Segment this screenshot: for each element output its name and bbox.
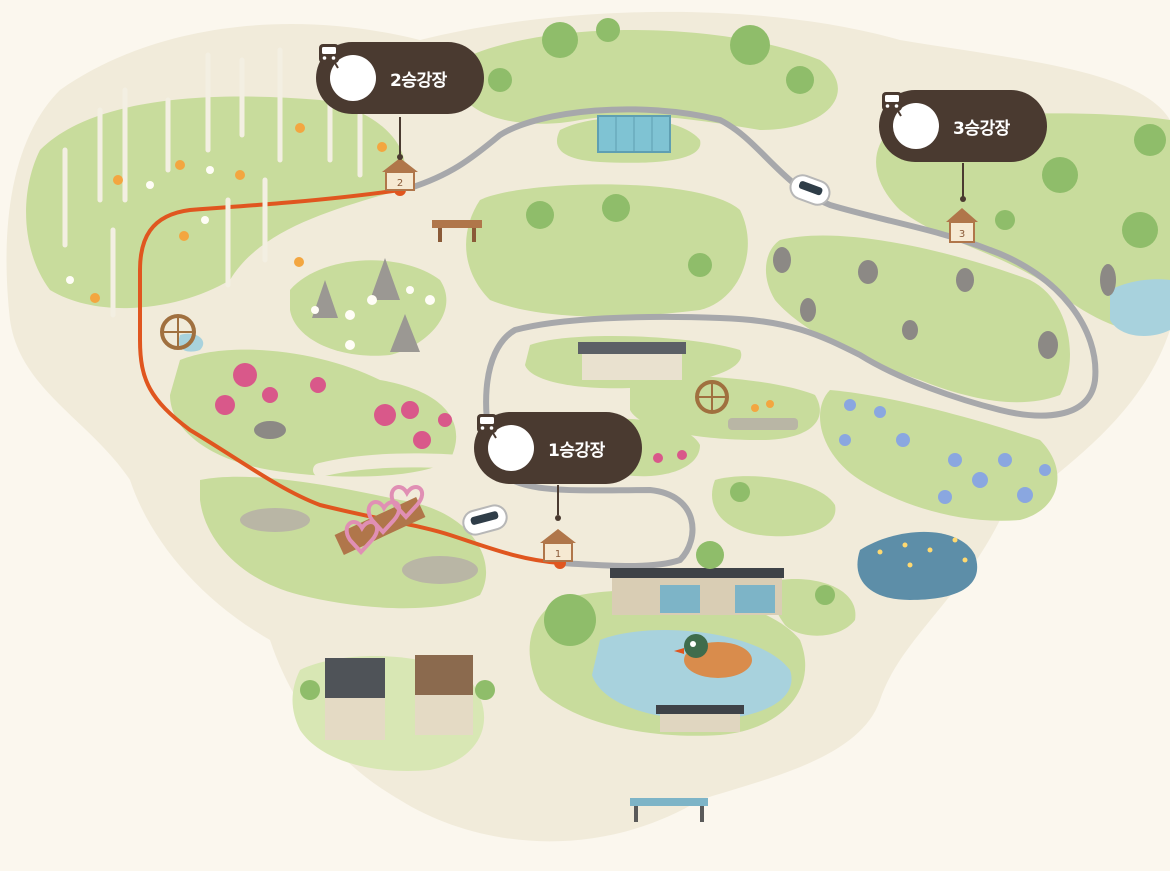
station-1-label[interactable]: 1승강장 [474, 412, 642, 484]
train-icon [319, 44, 376, 101]
hut-icon-3: 3 [946, 208, 978, 243]
night-light-pond [857, 531, 978, 600]
tram-icon [462, 504, 508, 536]
waterwheel-icon [160, 314, 196, 350]
birch-forest [26, 96, 406, 309]
svg-text:2: 2 [397, 178, 403, 189]
hydrangea-garden [820, 390, 1058, 521]
duck-icon [674, 634, 752, 678]
heart-bridge [334, 485, 426, 555]
station-3-name: 3승강장 [953, 118, 1010, 139]
rocks [254, 247, 1116, 439]
wild-flowers [90, 123, 774, 412]
tree-group [300, 18, 1166, 700]
entrance-building [325, 655, 473, 740]
east-pond [1110, 279, 1170, 336]
night-lights [877, 537, 968, 568]
bus-shelter [630, 798, 708, 822]
train-icon [882, 92, 939, 149]
station-2-label[interactable]: 2승강장 [316, 42, 484, 114]
tram-icon [789, 174, 831, 206]
white-flowers [66, 166, 435, 350]
wooden-bench [432, 220, 482, 242]
stone-walls [240, 418, 798, 584]
hut-icon-1: 1 [540, 529, 576, 562]
visitor-center [610, 568, 784, 615]
svg-text:3: 3 [959, 229, 965, 240]
station-1-name: 1승강장 [548, 440, 605, 461]
birch-trees [62, 47, 363, 318]
rock-garden [765, 235, 1070, 403]
waterwheel-icon [695, 380, 729, 414]
monorail-track [407, 106, 1099, 569]
east-pine-forest [876, 113, 1170, 332]
walking-route [138, 188, 562, 565]
station-3-label[interactable]: 3승강장 [879, 90, 1047, 162]
pavilion [656, 705, 744, 732]
train-icon [477, 414, 534, 471]
greenhouse-icon [597, 115, 671, 153]
svg-text:1: 1 [555, 549, 561, 560]
hut-icon-2: 2 [382, 158, 418, 191]
hydrangea-flowers [839, 399, 1051, 504]
hanok-building [578, 342, 686, 380]
azalea-flowers [215, 363, 687, 463]
station-2-name: 2승강장 [390, 70, 447, 91]
